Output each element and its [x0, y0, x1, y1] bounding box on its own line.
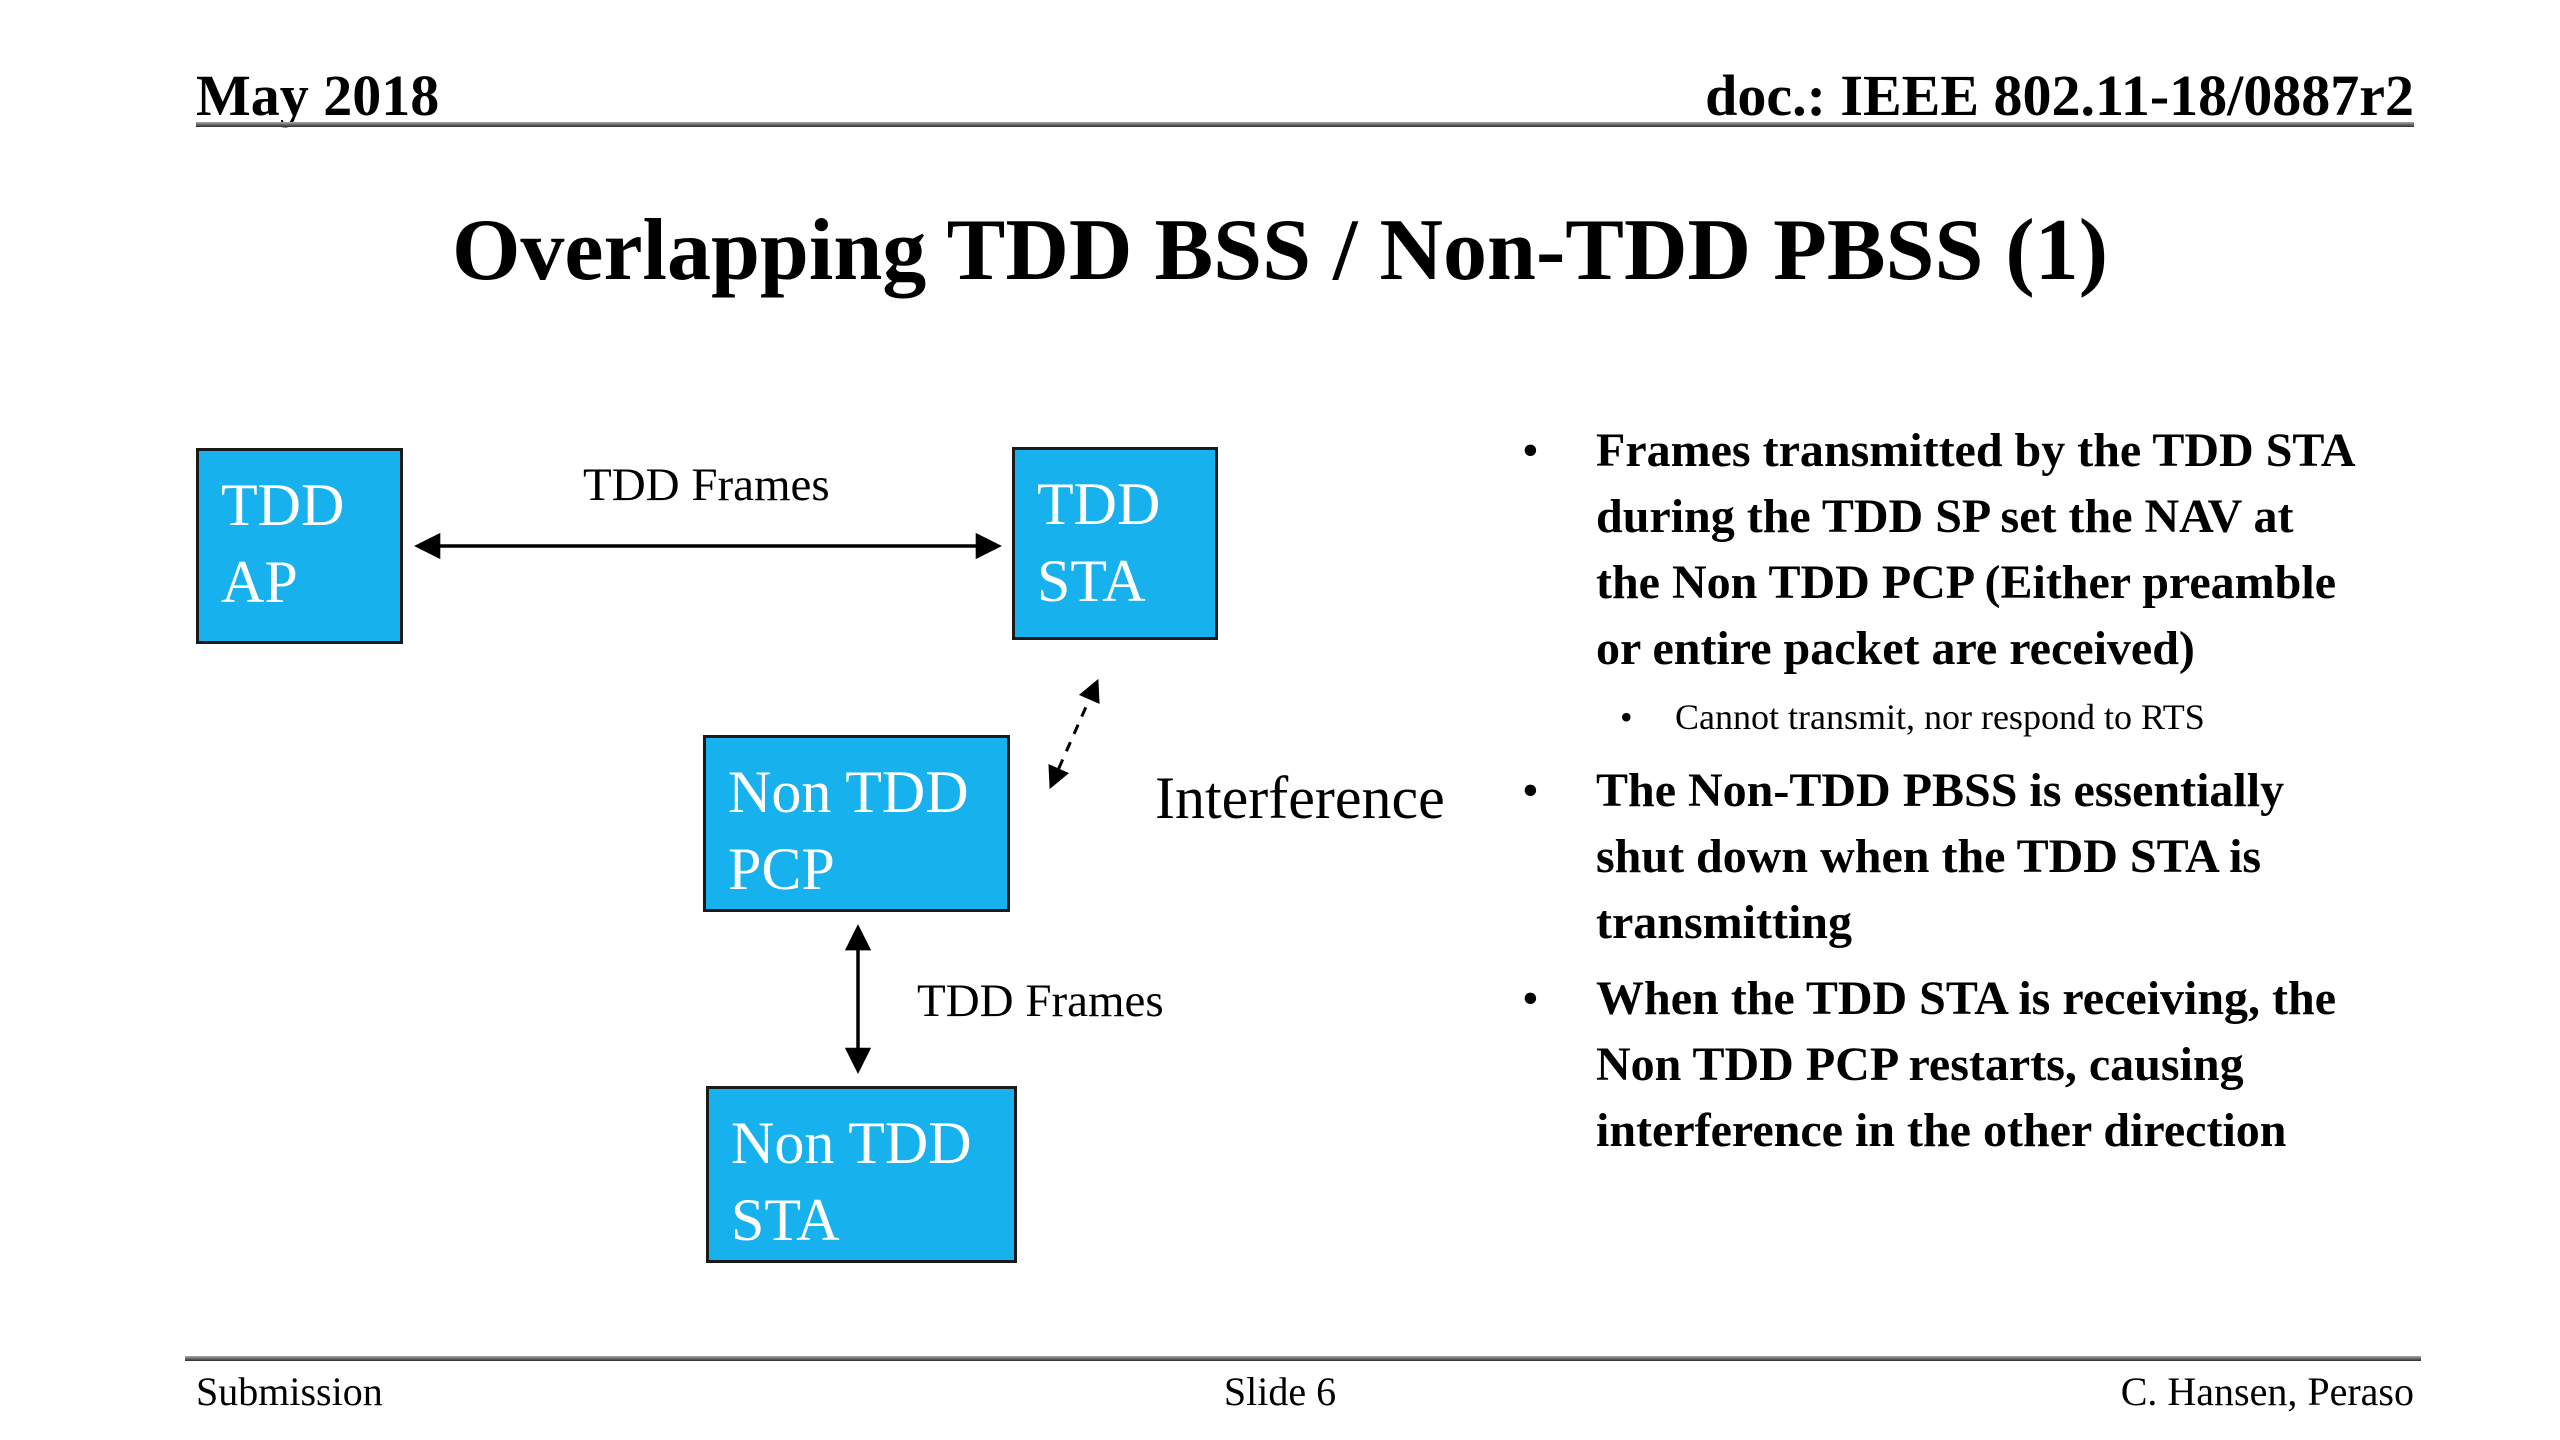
footer-submission: Submission [196, 1369, 383, 1414]
tdd-frames-bottom-label: TDD Frames [917, 975, 1164, 1027]
bullet-item-3: When the TDD STA is receiving, the Non T… [1500, 966, 2366, 1164]
header-rule [196, 122, 2414, 127]
footer-rule [185, 1356, 2421, 1361]
bullet-item-1-sub: Cannot transmit, nor respond to RTS [1500, 692, 2435, 742]
tdd-sta-label-line1: TDD [1037, 471, 1161, 537]
non-tdd-pcp-label-line2: PCP [728, 836, 835, 902]
interference-dashed-arrow [1048, 678, 1100, 790]
tdd-ap-box: TDD AP [196, 448, 403, 644]
bullet-list: Frames transmitted by the TDD STA during… [1500, 418, 2450, 1174]
non-tdd-pcp-label-line1: Non TDD [728, 759, 969, 825]
footer-authors: C. Hansen, Peraso [2120, 1369, 2414, 1414]
footer-slide-number: Slide 6 [1223, 1369, 1337, 1414]
interference-label: Interference [1155, 765, 1445, 831]
tdd-sta-box: TDD STA [1012, 447, 1218, 640]
slide-title: Overlapping TDD BSS / Non-TDD PBSS (1) [451, 202, 2109, 299]
header-date: May 2018 [196, 63, 440, 128]
non-tdd-sta-box: Non TDD STA [706, 1086, 1017, 1263]
header-doc-id: doc.: IEEE 802.11-18/0887r2 [1705, 63, 2414, 128]
tdd-ap-label-line1: TDD [221, 472, 345, 538]
tdd-sta-label-line2: STA [1037, 548, 1146, 614]
bullet-text: Cannot transmit, nor respond to RTS [1675, 697, 2205, 737]
non-tdd-sta-label-line1: Non TDD [731, 1110, 972, 1176]
non-tdd-pcp-box: Non TDD PCP [703, 735, 1010, 912]
bullet-text: Frames transmitted by the TDD STA during… [1596, 424, 2353, 675]
tdd-frames-top-label: TDD Frames [583, 459, 830, 511]
bullet-item-2: The Non-TDD PBSS is essentially shut dow… [1500, 758, 2366, 956]
non-tdd-sta-label-line2: STA [731, 1187, 840, 1253]
bullet-text: When the TDD STA is receiving, the Non T… [1596, 972, 2337, 1157]
tdd-ap-label-line2: AP [221, 549, 298, 615]
bullet-text: The Non-TDD PBSS is essentially shut dow… [1596, 764, 2285, 949]
bullet-item-1: Frames transmitted by the TDD STA during… [1500, 418, 2366, 682]
